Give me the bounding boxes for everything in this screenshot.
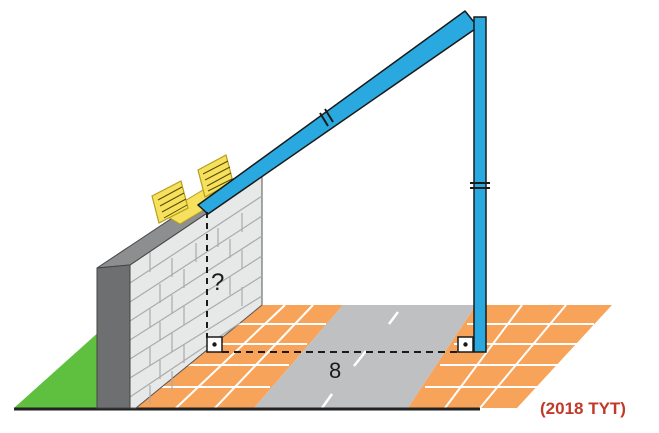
right-angle-marker-pole (457, 336, 474, 353)
grass-area (14, 330, 101, 408)
right-angle-marker-wall (206, 336, 223, 353)
height-label: ? (211, 269, 224, 296)
pole-bracket (151, 154, 234, 225)
slanted-pole (197, 10, 479, 215)
road-center-dashes (320, 311, 399, 409)
distance-label: 8 (329, 358, 341, 383)
sidewalk-right (408, 304, 612, 409)
road (254, 305, 476, 408)
equal-length-tick-slanted (319, 108, 334, 127)
sidewalk-left (136, 304, 343, 409)
vertical-pole (473, 16, 487, 353)
equal-length-tick-vertical (470, 182, 490, 189)
wall-side (96, 264, 131, 409)
source-label: (2018 TYT) (540, 399, 626, 418)
